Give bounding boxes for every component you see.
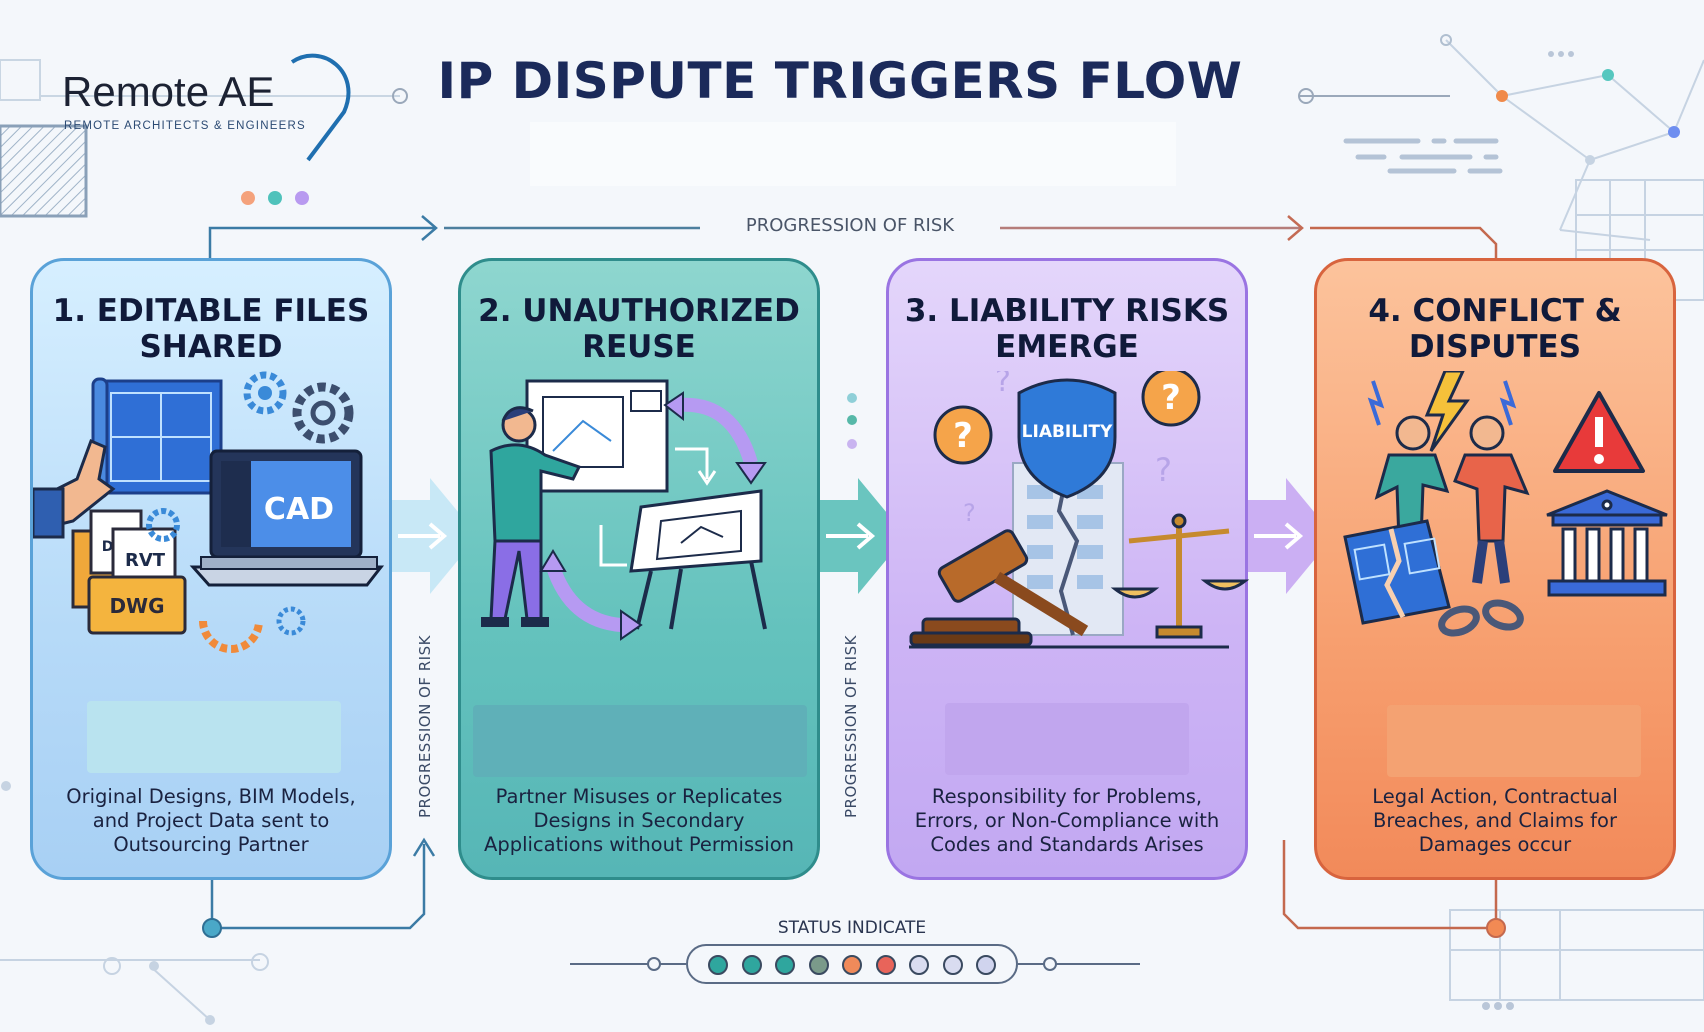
scale-icon (1110, 513, 1250, 639)
status-dot (808, 955, 829, 975)
step-3-title: 3. LIABILITY RISKS EMERGE (904, 293, 1230, 365)
warning-icon (1553, 391, 1645, 473)
shield-label: LIABILITY (1022, 422, 1113, 442)
conflict-illustration (1343, 371, 1668, 637)
progression-label-left: PROGRESSION OF RISK (416, 635, 434, 818)
lightning-icon (1367, 371, 1517, 452)
progression-label-top: PROGRESSION OF RISK (700, 215, 1000, 236)
svg-text:?: ? (963, 499, 976, 527)
status-label: STATUS INDICATE (777, 918, 927, 938)
flow-arrow-1 (380, 478, 478, 594)
brand-logo: Remote AE REMOTE ARCHITECTS & ENGINEERS (62, 53, 362, 178)
status-dot (775, 955, 795, 975)
laptop-icon: CAD (189, 449, 385, 587)
step-1-placeholder (87, 701, 341, 773)
svg-text:?: ? (995, 371, 1011, 399)
step-4-description: Legal Action, Contractual Breaches, and … (1372, 785, 1618, 856)
status-dot (741, 955, 762, 975)
status-dot (875, 955, 896, 975)
gear-icon (243, 371, 354, 444)
step-1-title: 1. EDITABLE FILES SHARED (52, 293, 370, 365)
torn-blueprint-icon (1343, 519, 1451, 625)
dwg-label: DWG (109, 594, 164, 618)
cad-label: CAD (264, 492, 334, 527)
svg-text:?: ? (1155, 451, 1172, 489)
step-4-placeholder (1387, 705, 1641, 777)
status-dot (976, 955, 996, 975)
status-dot (708, 955, 728, 975)
drafting-table-icon (629, 489, 767, 630)
step-3-placeholder (945, 703, 1189, 775)
gavel-icon (909, 529, 1089, 647)
page-title: IP DISPUTE TRIGGERS FLOW (437, 52, 1243, 110)
unauthorized-reuse-illustration (481, 379, 767, 641)
shield-icon: LIABILITY (1017, 378, 1117, 499)
status-dot (842, 955, 862, 975)
question-bubble-icon: ? ? (933, 371, 1201, 465)
status-dot (942, 955, 963, 975)
person-icon (1374, 415, 1530, 584)
person-icon (481, 406, 582, 627)
step-card-4: 4. CONFLICT & DISPUTES (1314, 258, 1676, 880)
step-card-3: 3. LIABILITY RISKS EMERGE LIABILITY ? ? … (886, 258, 1250, 880)
courthouse-icon (1546, 489, 1668, 597)
svg-text:?: ? (1161, 378, 1181, 418)
flow-arrow-3 (1236, 478, 1334, 594)
broken-chain-icon (1438, 599, 1524, 637)
liability-illustration: LIABILITY ? ? ? ? ? (909, 371, 1250, 649)
svg-text:?: ? (953, 416, 973, 456)
blueprint-icon (91, 377, 223, 499)
step-4-title: 4. CONFLICT & DISPUTES (1368, 293, 1622, 365)
step-card-2: 2. UNAUTHORIZED REUSE (458, 258, 820, 880)
step-2-description: Partner Misuses or Replicates Designs in… (484, 785, 794, 856)
step-3-description: Responsibility for Problems, Errors, or … (914, 785, 1220, 856)
step-2-placeholder (473, 705, 807, 777)
step-card-1: 1. EDITABLE FILES SHARED CAD (30, 258, 392, 880)
status-dot (909, 955, 929, 975)
progression-label-middle: PROGRESSION OF RISK (842, 635, 860, 818)
location-pin-icon (290, 53, 351, 162)
files-shared-illustration: CAD DV RVT DWG (33, 371, 385, 653)
brand-name: Remote AE (62, 68, 275, 115)
step-1-description: Original Designs, BIM Models, and Projec… (66, 785, 356, 856)
status-indicator (686, 944, 1018, 984)
file-folder-icon: DV RVT DWG (71, 509, 187, 635)
rvt-label: RVT (125, 550, 166, 571)
brand-tagline: REMOTE ARCHITECTS & ENGINEERS (64, 120, 306, 132)
flow-arrow-2 (808, 478, 906, 594)
step-2-title: 2. UNAUTHORIZED REUSE (478, 293, 800, 365)
